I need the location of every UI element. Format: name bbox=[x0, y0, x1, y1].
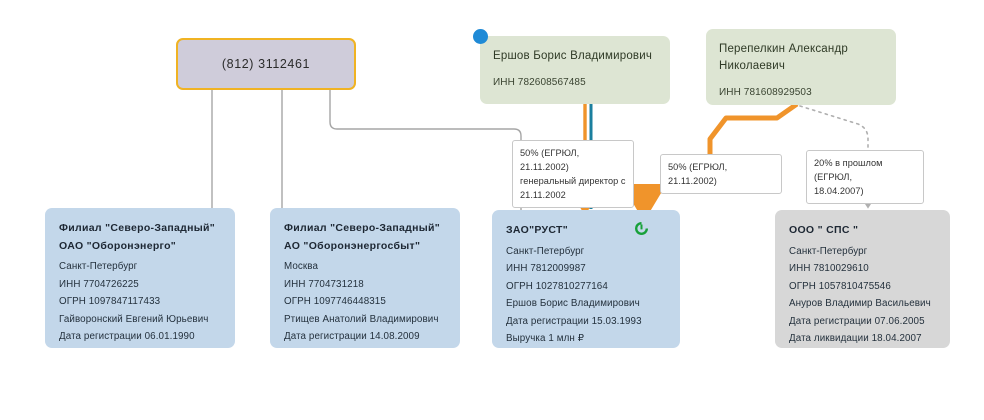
company-detail-line: Санкт-Петербург bbox=[506, 245, 585, 257]
edge-phone-to-rust bbox=[329, 90, 522, 210]
company-detail-line: ИНН 7810029610 bbox=[789, 263, 869, 274]
company-detail-line: ОГРН 1097746448315 bbox=[284, 296, 386, 307]
edge-label-line: 18.04.2007) bbox=[814, 186, 864, 196]
person-inn: ИНН 781608929503 bbox=[719, 87, 812, 98]
person-name: Ершов Борис Владимирович bbox=[493, 50, 653, 62]
company-title: Филиал "Северо-Западный" ОАО "Оборонэнер… bbox=[59, 222, 216, 252]
company-detail-line: Санкт-Петербург bbox=[789, 245, 868, 257]
company-detail-line: ИНН 7704731218 bbox=[284, 278, 364, 290]
edge-label-perepelkin-sps[interactable]: 20% в прошлом (ЕГРЮЛ, 18.04.2007) bbox=[806, 150, 924, 204]
company-detail-line: Дата регистрации 07.06.2005 bbox=[789, 315, 925, 327]
company-detail-line: Гайворонский Евгений Юрьевич bbox=[59, 313, 209, 325]
company-detail-line: Санкт-Петербург bbox=[59, 261, 138, 272]
company-title: ООО " СПС " bbox=[789, 224, 859, 236]
edge-label-line: 50% (ЕГРЮЛ, 21.11.2002) bbox=[520, 148, 580, 172]
phone-number-label: (812) 3112461 bbox=[221, 57, 311, 71]
company-detail-line: Ртищев Анатолий Владимирович bbox=[284, 313, 439, 325]
company-detail-line: ОГРН 1057810475546 bbox=[789, 280, 891, 292]
person-name: Перепелкин Александр Николаевич bbox=[719, 43, 848, 72]
edge-label-line: 21.11.2002 bbox=[520, 190, 566, 200]
company-title: Филиал "Северо-Западный" АО "Оборонэнерг… bbox=[284, 222, 441, 252]
company-title: ЗАО"РУСТ" bbox=[506, 224, 568, 236]
company-detail-line: ОГРН 1097847117433 bbox=[59, 296, 161, 307]
company-detail-line: Дата регистрации 06.01.1990 bbox=[59, 331, 195, 342]
edge-label-line: 20% в прошлом (ЕГРЮЛ, bbox=[814, 158, 883, 182]
company-detail-line: Москва bbox=[284, 261, 319, 272]
node-company-oboronenergosbyt[interactable]: Филиал "Северо-Западный" АО "Оборонэнерг… bbox=[270, 208, 460, 348]
company-detail-line: Ершов Борис Владимирович bbox=[506, 298, 640, 309]
edge-label-line: генеральный директор с bbox=[520, 176, 626, 186]
person-inn: ИНН 782608567485 bbox=[493, 77, 586, 88]
company-detail-line: ОГРН 1027810277164 bbox=[506, 280, 608, 292]
sberbank-icon bbox=[635, 222, 648, 235]
edge-label-line: 50% (ЕГРЮЛ, 21.11.2002) bbox=[668, 162, 728, 186]
node-phone[interactable]: (812) 3112461 bbox=[176, 38, 356, 90]
company-detail-line: Выручка 1 млн ₽ bbox=[506, 333, 585, 344]
edge-label-ershov-rust[interactable]: 50% (ЕГРЮЛ, 21.11.2002) генеральный дире… bbox=[512, 140, 634, 208]
node-company-oboronenergo[interactable]: Филиал "Северо-Западный" ОАО "Оборонэнер… bbox=[45, 208, 235, 348]
node-person-ershov[interactable]: Ершов Борис Владимирович ИНН 78260856748… bbox=[480, 36, 670, 104]
company-detail-line: ИНН 7704726225 bbox=[59, 278, 139, 290]
node-person-perepelkin[interactable]: Перепелкин Александр Николаевич ИНН 7816… bbox=[706, 29, 896, 105]
edge-label-perepelkin-rust[interactable]: 50% (ЕГРЮЛ, 21.11.2002) bbox=[660, 154, 782, 194]
company-detail-line: Дата регистрации 15.03.1993 bbox=[506, 315, 642, 327]
company-detail-line: Ануров Владимир Васильевич bbox=[789, 298, 931, 309]
blue-dot-icon bbox=[473, 29, 488, 44]
company-detail-line: Дата ликвидации 18.04.2007 bbox=[789, 333, 922, 344]
company-detail-line: ИНН 7812009987 bbox=[506, 263, 586, 274]
company-detail-line: Дата регистрации 14.08.2009 bbox=[284, 331, 420, 342]
